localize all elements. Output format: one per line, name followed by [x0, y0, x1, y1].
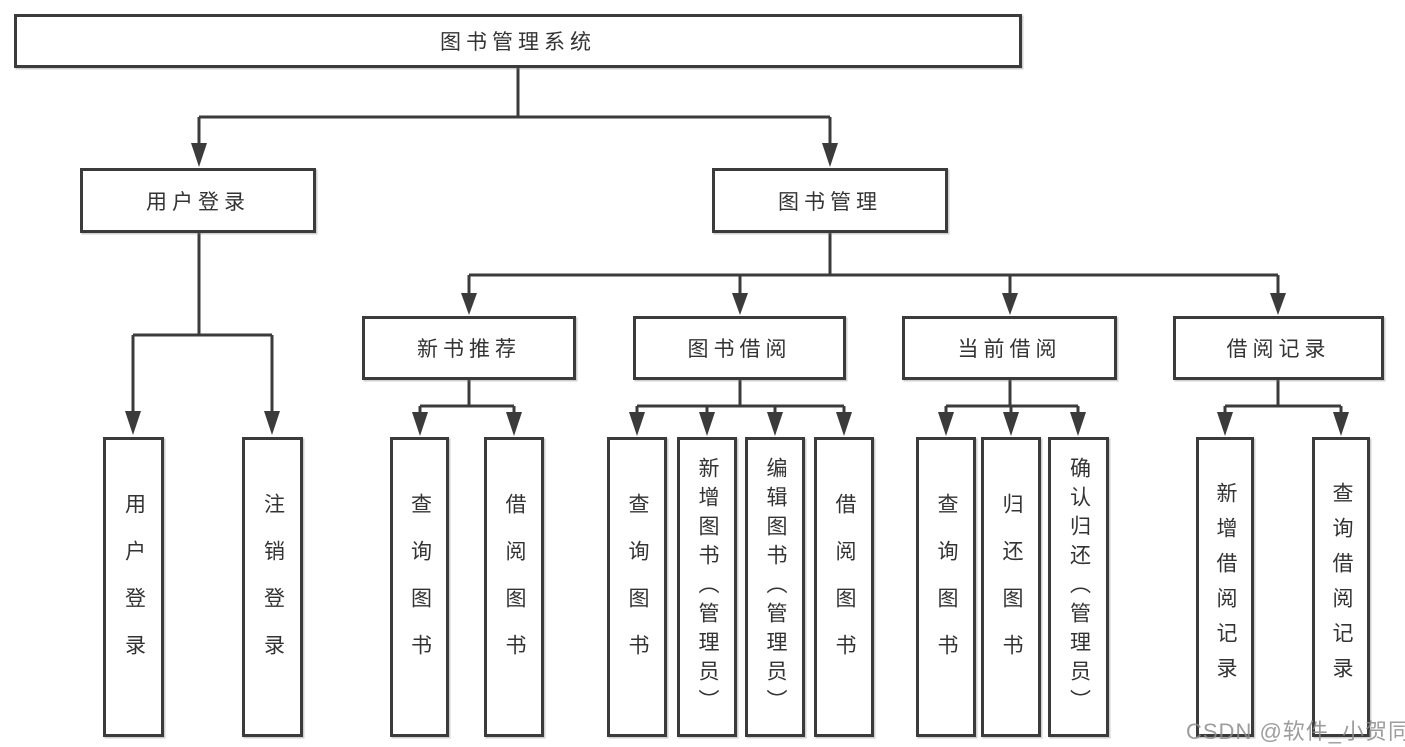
leaf-return-books: 归还图书: [981, 437, 1041, 737]
node-label: 归还图书: [1000, 493, 1023, 681]
node-label: 查询图书: [408, 493, 432, 681]
node-book-management: 图书管理: [712, 168, 948, 233]
node-label: 借阅图书: [833, 493, 856, 681]
leaf-add-borrow-record: 新增借阅记录: [1196, 437, 1254, 737]
node-library-management-system: 图书管理系统: [14, 14, 1022, 68]
csdn-watermark: CSDN @软件_小贺同学: [1186, 719, 1405, 744]
node-current-borrowing: 当前借阅: [902, 316, 1117, 380]
leaf-borrow-books-2: 借阅图书: [814, 437, 874, 737]
node-book-borrowing: 图书借阅: [633, 316, 846, 380]
node-label: 借阅图书: [503, 493, 526, 681]
node-label: 注销登录: [261, 493, 285, 681]
node-label: 借阅记录: [1226, 338, 1331, 361]
node-user-login-group: 用户登录: [80, 168, 316, 233]
node-label: 用户登录: [146, 190, 250, 214]
node-new-book-recommend: 新书推荐: [362, 316, 576, 380]
node-label: 新书推荐: [417, 338, 521, 361]
leaf-edit-books-admin: 编辑图书（管理员）: [745, 437, 805, 737]
leaf-logout: 注销登录: [242, 437, 303, 737]
node-label: 查询图书: [935, 493, 958, 681]
node-label: 用户登录: [122, 493, 146, 681]
leaf-query-books-3: 查询图书: [916, 437, 976, 737]
leaf-query-books-1: 查询图书: [390, 437, 449, 737]
node-label: 图书管理: [778, 190, 882, 214]
leaf-confirm-return-admin: 确认归还（管理员）: [1048, 437, 1109, 737]
leaf-query-books-2: 查询图书: [607, 437, 667, 737]
node-borrowing-records: 借阅记录: [1173, 316, 1384, 380]
node-label: 新增借阅记录: [1214, 482, 1237, 692]
node-label: 新增图书（管理员）: [696, 456, 719, 718]
node-label: 确认归还（管理员）: [1067, 456, 1091, 718]
node-label: 图书管理系统: [440, 31, 596, 54]
node-label: 查询借阅记录: [1330, 482, 1353, 692]
node-label: 查询图书: [626, 493, 649, 681]
leaf-query-borrow-record: 查询借阅记录: [1312, 437, 1370, 737]
leaf-borrow-books-1: 借阅图书: [484, 437, 544, 737]
leaf-user-login: 用户登录: [103, 437, 164, 737]
leaf-add-books-admin: 新增图书（管理员）: [677, 437, 737, 737]
node-label: 图书借阅: [687, 338, 792, 361]
node-label: 编辑图书（管理员）: [764, 456, 787, 718]
node-label: 当前借阅: [957, 338, 1062, 361]
